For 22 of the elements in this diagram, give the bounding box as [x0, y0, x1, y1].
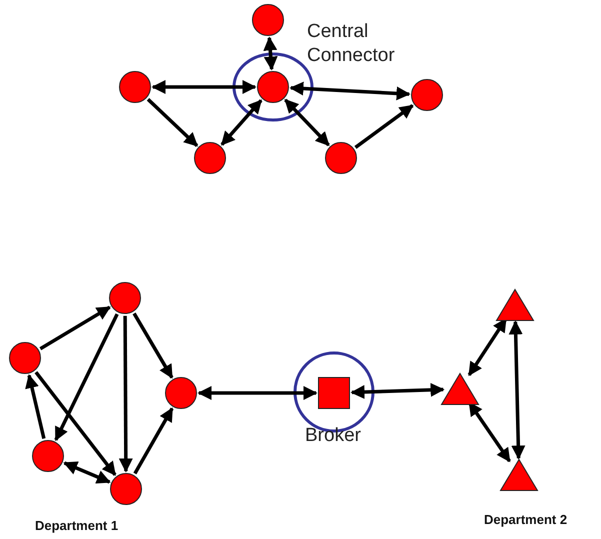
arrow — [220, 99, 262, 146]
arrow — [39, 306, 111, 350]
node-caption: Central Connector — [307, 20, 396, 68]
node-caption: Broker — [305, 424, 361, 448]
arrow — [25, 374, 46, 439]
group-label: Department 2 — [484, 512, 568, 527]
arrow — [354, 104, 414, 149]
arrow — [284, 98, 330, 146]
arrow — [350, 382, 445, 400]
arrow — [54, 313, 119, 442]
arrow — [118, 316, 133, 472]
arrow — [34, 371, 116, 476]
arrow — [146, 98, 198, 147]
arrow — [508, 320, 526, 460]
arrow — [63, 461, 111, 484]
arrow — [198, 386, 318, 400]
arrow — [133, 407, 174, 474]
arrow — [290, 82, 410, 100]
arrow — [152, 80, 256, 94]
arrow — [263, 36, 278, 71]
arrow — [132, 312, 174, 379]
group-label: Department 1 — [35, 518, 118, 533]
